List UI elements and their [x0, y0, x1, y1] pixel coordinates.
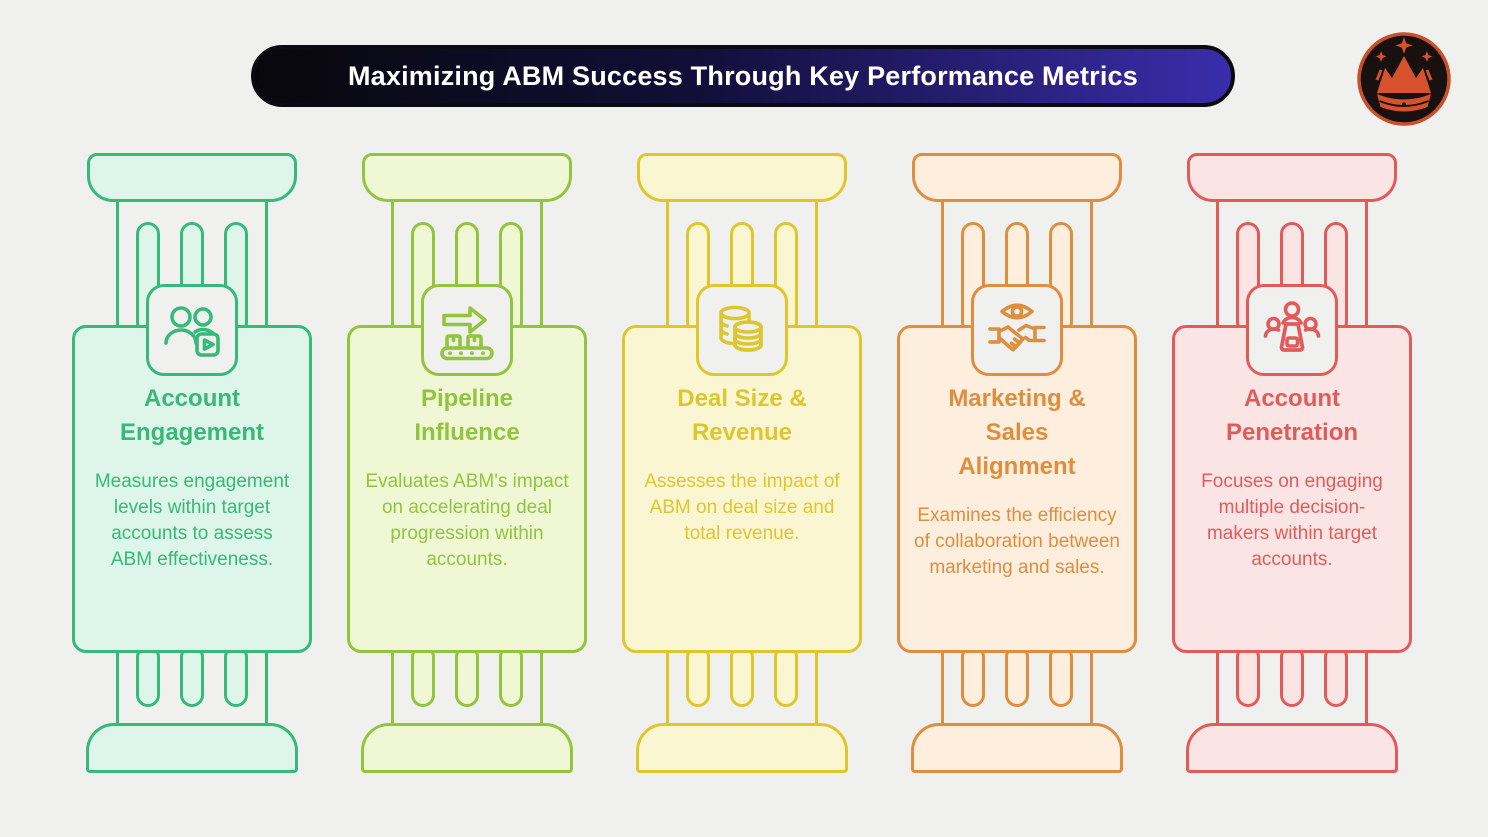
column-capital — [362, 153, 572, 202]
metric-title: Deal Size & Revenue — [677, 385, 807, 447]
metric-card: Marketing & Sales Alignment Examines the… — [897, 325, 1137, 653]
metric-card: Account Engagement Measures engagement l… — [72, 325, 312, 653]
metric-card: Account Penetration Focuses on engaging … — [1172, 325, 1412, 653]
conveyor-arrow-icon — [421, 284, 513, 376]
pillar-account-engagement: Account Engagement Measures engagement l… — [68, 153, 316, 775]
metric-title: Pipeline Influence — [414, 385, 520, 447]
crown-icon — [1357, 32, 1451, 126]
coins-stack-icon — [696, 284, 788, 376]
title-banner: Maximizing ABM Success Through Key Perfo… — [251, 45, 1235, 107]
metrics-row: Account Engagement Measures engagement l… — [68, 153, 1416, 775]
metric-description: Evaluates ABM's impact on accelerating d… — [365, 471, 569, 571]
metric-title: Account Engagement — [119, 385, 265, 447]
metric-card: Deal Size & Revenue Assesses the impact … — [622, 325, 862, 653]
users-video-icon — [146, 284, 238, 376]
column-base — [86, 723, 298, 773]
metric-description: Measures engagement levels within target… — [94, 471, 290, 571]
column-shaft-bottom — [116, 652, 268, 724]
column-base — [361, 723, 573, 773]
metric-title: Marketing & Sales Alignment — [948, 385, 1086, 481]
column-base — [911, 723, 1123, 773]
metric-title: Account Penetration — [1225, 385, 1359, 447]
pillar-account-penetration: Account Penetration Focuses on engaging … — [1168, 153, 1416, 775]
pillar-deal-size-revenue: Deal Size & Revenue Assesses the impact … — [618, 153, 866, 775]
pillar-pipeline-influence: Pipeline Influence Evaluates ABM's impac… — [343, 153, 591, 775]
meeting-table-icon — [1246, 284, 1338, 376]
metric-description: Focuses on engaging multiple decision-ma… — [1201, 471, 1383, 571]
metric-description: Examines the efficiency of collaboration… — [914, 505, 1120, 579]
column-shaft-top — [116, 200, 268, 326]
eye-handshake-icon — [971, 284, 1063, 376]
column-capital — [912, 153, 1122, 202]
column-capital — [1187, 153, 1397, 202]
column-capital — [637, 153, 847, 202]
column-base — [636, 723, 848, 773]
column-base — [1186, 723, 1398, 773]
crown-logo — [1356, 31, 1452, 127]
pillar-marketing-sales-alignment: Marketing & Sales Alignment Examines the… — [893, 153, 1141, 775]
metric-description: Assesses the impact of ABM on deal size … — [644, 471, 840, 545]
column-capital — [87, 153, 297, 202]
page-title: Maximizing ABM Success Through Key Perfo… — [347, 60, 1138, 91]
